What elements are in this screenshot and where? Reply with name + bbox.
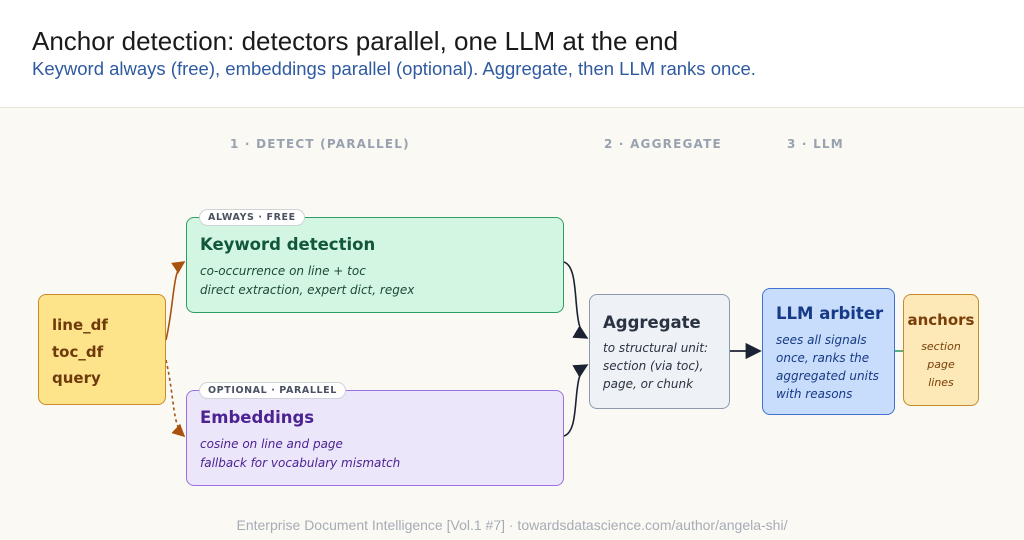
header: Anchor detection: detectors parallel, on… bbox=[0, 0, 1024, 108]
footer-credit: Enterprise Document Intelligence [Vol.1 … bbox=[236, 517, 788, 533]
anchors-line-section: section bbox=[921, 340, 961, 353]
embeddings-title: Embeddings bbox=[200, 408, 315, 427]
stage-label-llm: 3 · LLM bbox=[787, 137, 844, 151]
embeddings-line-1: cosine on line and page bbox=[200, 437, 343, 451]
llm-line-1: sees all signals bbox=[776, 333, 867, 347]
keyword-title: Keyword detection bbox=[200, 235, 376, 254]
keyword-line-1: co-occurrence on line + toc bbox=[200, 264, 366, 278]
stage-label-aggregate: 2 · AGGREGATE bbox=[604, 137, 722, 151]
keyword-detection-box: ALWAYS · FREE Keyword detection co-occur… bbox=[186, 209, 564, 313]
embeddings-line-2: fallback for vocabulary mismatch bbox=[200, 456, 401, 470]
aggregate-title: Aggregate bbox=[603, 313, 701, 332]
llm-line-2: once, ranks the bbox=[776, 351, 870, 365]
inputs-box: line_df toc_df query bbox=[38, 294, 166, 405]
page-subtitle: Keyword always (free), embeddings parall… bbox=[32, 58, 756, 79]
arrow-keyword-to-aggregate bbox=[563, 261, 589, 339]
keyword-line-2: direct extraction, expert dict, regex bbox=[200, 283, 415, 297]
anchors-line-page: page bbox=[927, 358, 955, 371]
arrow-inputs-to-embeddings bbox=[165, 359, 186, 438]
input-query: query bbox=[52, 369, 101, 387]
llm-line-3: aggregated units bbox=[776, 369, 879, 383]
embeddings-box: OPTIONAL · PARALLEL Embeddings cosine on… bbox=[186, 382, 564, 486]
anchors-title: anchors bbox=[907, 311, 975, 329]
llm-title: LLM arbiter bbox=[776, 304, 884, 323]
keyword-tag: ALWAYS · FREE bbox=[199, 209, 305, 226]
aggregate-line-3: page, or chunk bbox=[603, 377, 694, 391]
aggregate-line-2: section (via toc), bbox=[603, 359, 704, 373]
anchors-box: anchors section page lines bbox=[903, 294, 979, 406]
embeddings-tag: OPTIONAL · PARALLEL bbox=[199, 382, 346, 399]
input-toc-df: toc_df bbox=[52, 342, 104, 361]
stage-label-detect: 1 · DETECT (PARALLEL) bbox=[230, 137, 410, 151]
anchors-line-lines: lines bbox=[928, 376, 954, 389]
arrow-inputs-to-keyword bbox=[165, 261, 186, 341]
aggregate-line-1: to structural unit: bbox=[603, 341, 708, 355]
input-line-df: line_df bbox=[52, 316, 108, 334]
llm-arbiter-box: LLM arbiter sees all signals once, ranks… bbox=[762, 288, 895, 415]
page-title: Anchor detection: detectors parallel, on… bbox=[32, 26, 679, 56]
llm-line-4: with reasons bbox=[776, 387, 853, 401]
arrow-embeddings-to-aggregate bbox=[563, 364, 589, 437]
aggregate-box: Aggregate to structural unit: section (v… bbox=[589, 294, 730, 409]
